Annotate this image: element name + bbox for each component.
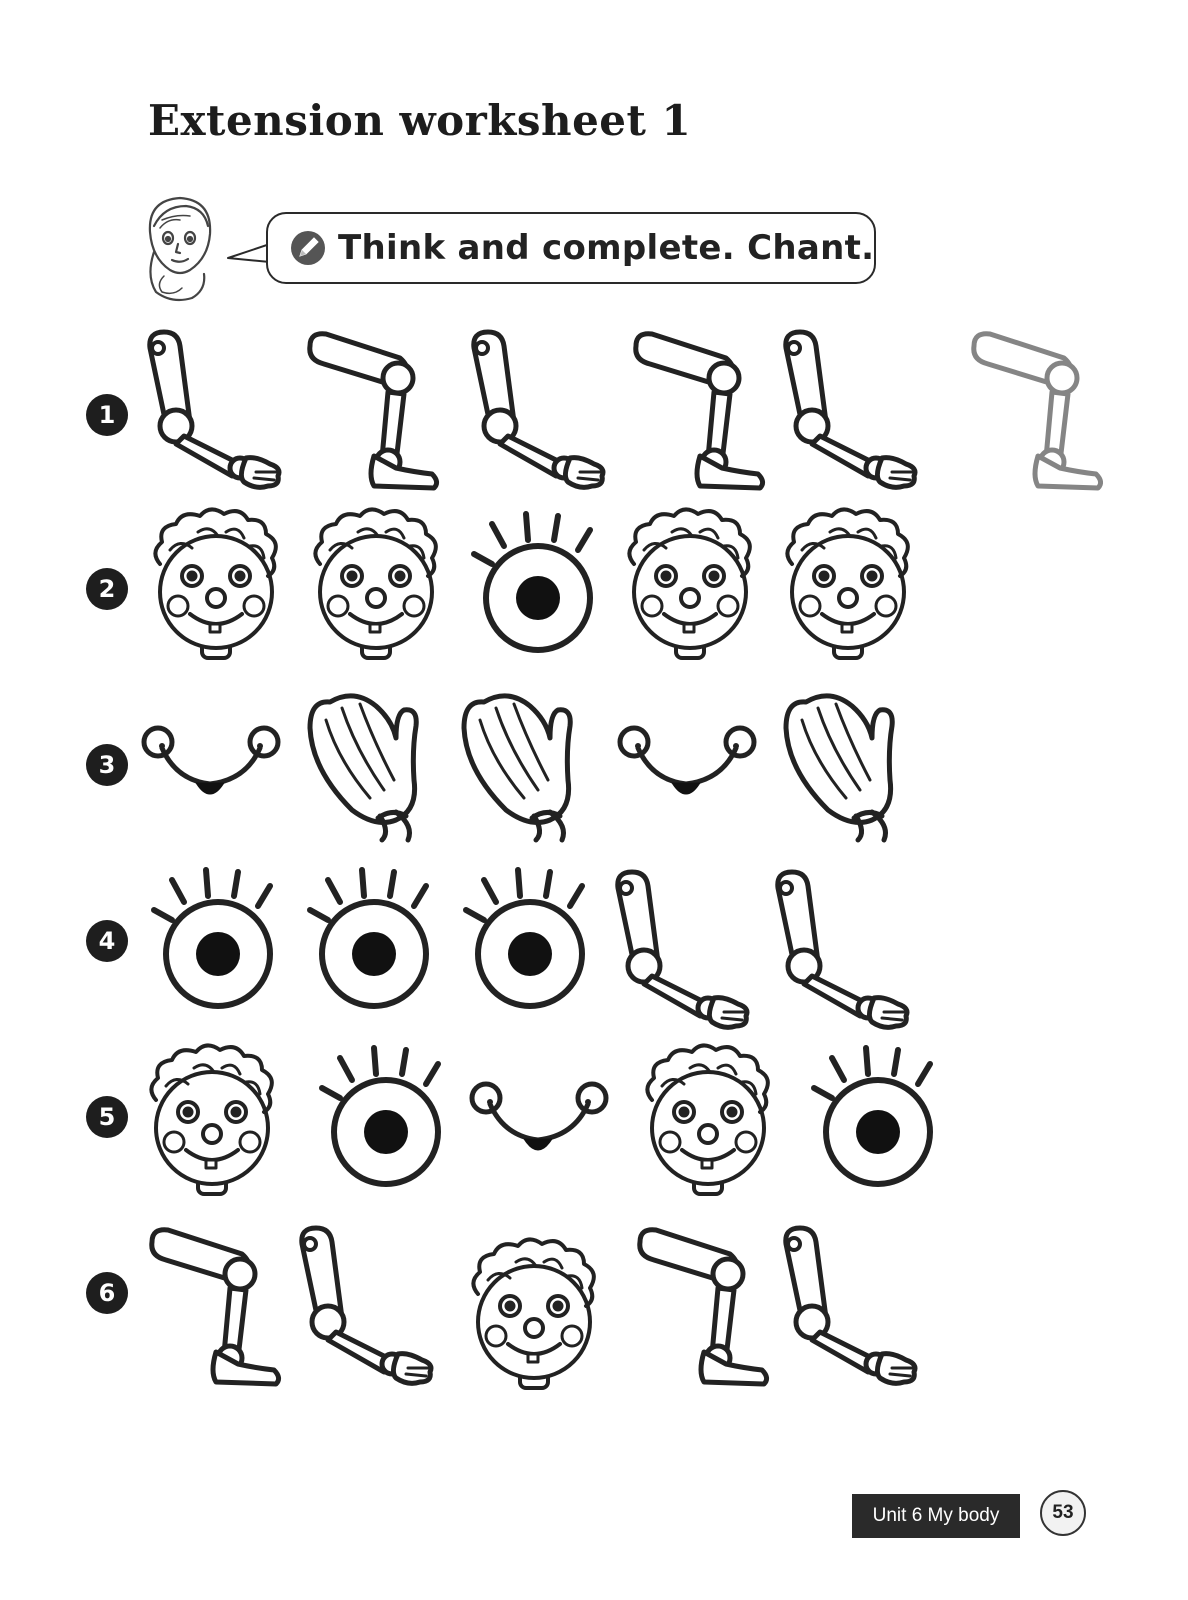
hand-picture xyxy=(296,680,446,848)
leg-picture xyxy=(296,326,446,494)
eye-picture xyxy=(308,1036,458,1204)
row-number-3: 3 xyxy=(86,744,128,786)
face-picture xyxy=(140,502,290,670)
face-picture xyxy=(772,502,922,670)
arm-picture xyxy=(288,1222,438,1390)
arm-picture xyxy=(764,866,914,1034)
row-number-4: 4 xyxy=(86,920,128,962)
arm-picture xyxy=(772,1222,922,1390)
speech-bubble xyxy=(266,212,876,284)
eye-picture xyxy=(452,858,602,1026)
arm-picture xyxy=(460,326,610,494)
speech-bubble-tail xyxy=(227,243,270,263)
hand-picture xyxy=(772,680,922,848)
eye-picture xyxy=(140,858,290,1026)
eye-picture xyxy=(460,502,610,670)
teacher-icon xyxy=(148,196,212,302)
arm-picture xyxy=(136,326,286,494)
face-picture xyxy=(300,502,450,670)
row-number-2: 2 xyxy=(86,568,128,610)
face-picture xyxy=(458,1232,608,1400)
instruction-text: Think and complete. Chant. xyxy=(338,228,875,268)
arm-picture xyxy=(772,326,922,494)
face-picture xyxy=(136,1038,286,1206)
nose-picture xyxy=(136,680,286,848)
row-number-1: 1 xyxy=(86,394,128,436)
leg-picture xyxy=(138,1222,288,1390)
nose-picture xyxy=(612,680,762,848)
page-number: 53 xyxy=(1040,1490,1086,1536)
row-number-5: 5 xyxy=(86,1096,128,1138)
page-title: Extension worksheet 1 xyxy=(148,96,692,145)
row-number-6: 6 xyxy=(86,1272,128,1314)
pencil-icon xyxy=(291,231,325,265)
unit-label: Unit 6 My body xyxy=(852,1494,1020,1538)
arm-picture xyxy=(604,866,754,1034)
traced-leg-answer xyxy=(960,326,1110,494)
eye-picture xyxy=(296,858,446,1026)
face-picture xyxy=(632,1038,782,1206)
face-picture xyxy=(614,502,764,670)
hand-picture xyxy=(450,680,600,848)
leg-picture xyxy=(626,1222,776,1390)
leg-picture xyxy=(622,326,772,494)
nose-picture xyxy=(464,1036,614,1204)
eye-picture xyxy=(800,1036,950,1204)
